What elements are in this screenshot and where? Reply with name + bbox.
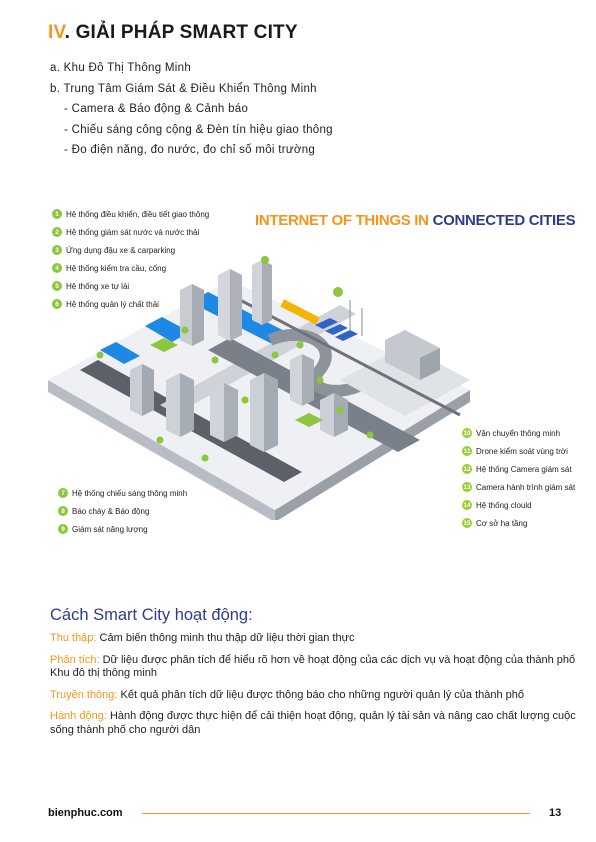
footer-divider bbox=[142, 813, 530, 814]
legend-item: 3 Ứng dụng đậu xe & carparking bbox=[52, 241, 209, 259]
how-item-text: Kết quả phân tích dữ liệu được thông báo… bbox=[117, 688, 525, 701]
diagram-title: INTERNET OF THINGS IN CONNECTED CITIES bbox=[255, 212, 576, 229]
outline-item-b: b. Trung Tâm Giám Sát & Điều Khiển Thông… bbox=[50, 82, 317, 95]
legend-label: Hệ thống giám sát nước và nước thải bbox=[66, 227, 200, 237]
legend-top: 1 Hệ thống điều khiển, điều tiết giao thô… bbox=[52, 205, 209, 313]
how-item-text: Hành động được thực hiện để cải thiện ho… bbox=[50, 710, 576, 736]
section-title: . GIẢI PHÁP SMART CITY bbox=[64, 22, 298, 43]
outline-sub-item: - Camera & Báo động & Cảnh báo bbox=[64, 103, 249, 115]
legend-item: 15 Cơ sở hạ tầng bbox=[462, 514, 575, 532]
how-item-key: Hành động: bbox=[50, 710, 107, 722]
outline-sub-item: - Chiếu sáng công cộng & Đèn tín hiệu gi… bbox=[64, 123, 333, 136]
outline-sub-item: - Đo điện năng, đo nước, đo chỉ số môi t… bbox=[64, 144, 316, 156]
legend-number: 1 bbox=[52, 209, 62, 219]
legend-label: Vận chuyển thông minh bbox=[476, 428, 561, 438]
outline-item-a: a. Khu Đô Thị Thông Minh bbox=[50, 62, 192, 74]
legend-item: 8 Báo cháy & Báo động bbox=[58, 502, 187, 520]
legend-bottom: 7 Hệ thống chiếu sáng thông minh 8 Báo chá… bbox=[58, 484, 187, 538]
legend-number: 15 bbox=[462, 518, 472, 528]
legend-label: Drone kiểm soát vùng trời bbox=[476, 446, 568, 456]
legend-number: 11 bbox=[462, 446, 472, 456]
legend-label: Hệ thống clould bbox=[476, 500, 532, 510]
legend-number: 10 bbox=[462, 428, 472, 438]
legend-label: Hệ thống điều khiển, điều tiết giao thôn… bbox=[66, 209, 210, 219]
legend-item: 13 Camera hành trình giám sát bbox=[462, 478, 575, 496]
legend-label: Hệ thống Camera giám sát bbox=[476, 464, 572, 474]
footer-site: bienphuc.com bbox=[48, 807, 123, 819]
city-buildings bbox=[130, 260, 440, 452]
how-item-text: Cảm biến thông minh thu thập dữ liệu thờ… bbox=[96, 632, 355, 644]
how-item: Truyền thông: Kết quả phân tích dữ liệu … bbox=[50, 689, 590, 703]
legend-number: 8 bbox=[58, 506, 68, 516]
legend-label: Báo cháy & Báo động bbox=[72, 506, 150, 516]
legend-label: Hệ thống kiểm tra cầu, cống bbox=[66, 263, 167, 273]
legend-right: 10 Vận chuyển thông minh 11 Drone kiểm soá… bbox=[462, 424, 575, 532]
legend-item: 2 Hệ thống giám sát nước và nước thải bbox=[52, 223, 209, 241]
legend-label: Giám sát năng lượng bbox=[72, 524, 148, 534]
outline: a. Khu Đô Thị Thông Minh b. Trung Tâm Gi… bbox=[50, 58, 333, 161]
diagram-title-part1: INTERNET OF THINGS IN bbox=[255, 212, 433, 229]
how-item-text: Dữ liệu được phân tích để hiểu rõ hơn về… bbox=[50, 653, 576, 680]
how-item: Phân tích: Dữ liệu được phân tích để hiể… bbox=[50, 654, 590, 681]
how-item: Thu thập: Cảm biến thông minh thu thập d… bbox=[50, 632, 590, 646]
legend-number: 6 bbox=[52, 299, 62, 309]
section-number: IV bbox=[48, 22, 65, 43]
legend-number: 5 bbox=[52, 281, 62, 291]
legend-number: 7 bbox=[58, 488, 68, 498]
legend-label: Cơ sở hạ tầng bbox=[476, 518, 528, 528]
legend-number: 14 bbox=[462, 500, 472, 510]
how-item-key: Thu thập: bbox=[50, 632, 97, 644]
how-item-key: Truyền thông: bbox=[50, 688, 118, 701]
legend-number: 3 bbox=[52, 245, 62, 255]
legend-item: 6 Hệ thống quản lý chất thải bbox=[52, 295, 209, 313]
how-item-key: Phân tích: bbox=[50, 653, 100, 666]
how-item: Hành động: Hành động được thực hiện để c… bbox=[50, 710, 590, 737]
legend-item: 4 Hệ thống kiểm tra cầu, cống bbox=[52, 259, 209, 277]
legend-item: 9 Giám sát năng lượng bbox=[58, 520, 187, 538]
legend-item: 11 Drone kiểm soát vùng trời bbox=[462, 442, 575, 460]
legend-item: 14 Hệ thống clould bbox=[462, 496, 575, 514]
legend-item: 1 Hệ thống điều khiển, điều tiết giao thô… bbox=[52, 205, 209, 223]
legend-number: 12 bbox=[462, 464, 472, 474]
legend-item: 12 Hệ thống Camera giám sát bbox=[462, 460, 575, 478]
page-number: 13 bbox=[549, 807, 562, 819]
legend-label: Camera hành trình giám sát bbox=[476, 482, 576, 492]
how-it-works-list: Thu thập: Cảm biến thông minh thu thập d… bbox=[50, 632, 590, 745]
page-title: IV. GIẢI PHÁP SMART CITY bbox=[48, 22, 298, 44]
legend-item: 7 Hệ thống chiếu sáng thông minh bbox=[58, 484, 187, 502]
smart-city-illustration bbox=[48, 256, 470, 520]
legend-item: 10 Vận chuyển thông minh bbox=[462, 424, 575, 442]
legend-number: 4 bbox=[52, 263, 62, 273]
legend-label: Hệ thống chiếu sáng thông minh bbox=[72, 488, 188, 498]
legend-number: 2 bbox=[52, 227, 62, 237]
legend-label: Hệ thống xe tự lái bbox=[66, 281, 130, 291]
legend-label: Hệ thống quản lý chất thải bbox=[66, 299, 159, 309]
legend-label: Ứng dụng đậu xe & carparking bbox=[66, 245, 176, 255]
legend-number: 13 bbox=[462, 482, 472, 492]
how-it-works-title: Cách Smart City hoạt động: bbox=[50, 606, 253, 624]
legend-number: 9 bbox=[58, 524, 68, 534]
legend-item: 5 Hệ thống xe tự lái bbox=[52, 277, 209, 295]
diagram-title-part2: CONNECTED CITIES bbox=[432, 212, 576, 229]
